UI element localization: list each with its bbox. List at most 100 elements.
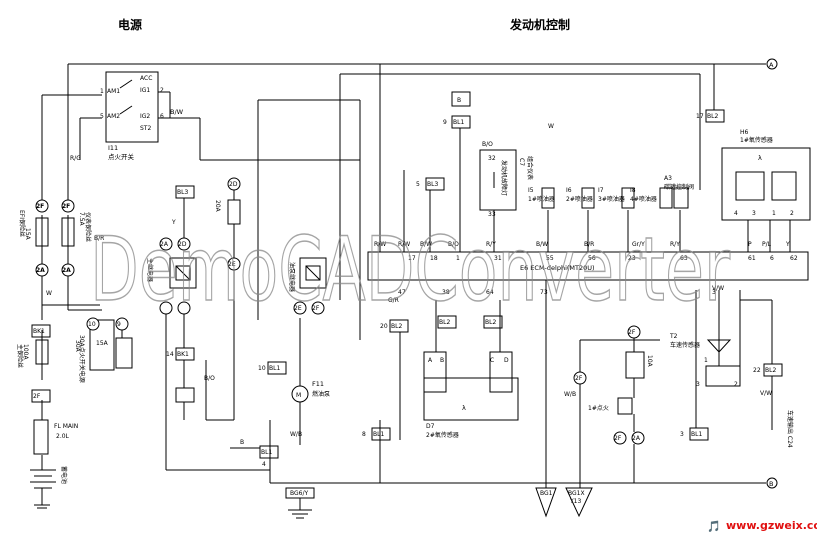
svg-text:2F: 2F [36, 203, 44, 210]
svg-text:2F: 2F [312, 305, 320, 312]
svg-text:主保险丝: 主保险丝 [16, 344, 24, 368]
svg-text:BL2: BL2 [707, 113, 718, 120]
svg-text:IG2: IG2 [140, 113, 150, 120]
ignition-relay: 1#点火 10A 2F 2F 2F 2A W/B [564, 325, 653, 445]
svg-text:Gr/Y: Gr/Y [632, 241, 645, 248]
svg-text:3: 3 [680, 431, 684, 438]
svg-text:A: A [428, 357, 433, 364]
svg-text:4: 4 [262, 461, 266, 468]
battery: 蓄电池 [30, 466, 68, 509]
svg-text:R/G: R/G [70, 155, 81, 162]
fuse-connector-2a: 2A 2A [35, 263, 75, 277]
svg-text:B/R: B/R [94, 235, 104, 242]
fuse-fl-main: FL MAIN 2.0L [33, 419, 78, 455]
svg-text:1: 1 [100, 88, 104, 95]
svg-text:BG6/Y: BG6/Y [290, 490, 308, 497]
ig-power-block: 10 9 30A 30A点火开关电源 15A [74, 317, 133, 383]
svg-text:17: 17 [408, 255, 416, 262]
svg-text:I7: I7 [598, 187, 604, 194]
svg-text:V/W: V/W [760, 390, 772, 397]
svg-text:15A: 15A [24, 228, 31, 241]
svg-text:6: 6 [160, 113, 164, 120]
svg-text:BL1: BL1 [373, 431, 384, 438]
svg-text:2D: 2D [229, 181, 238, 188]
svg-text:车速传感器: 车速传感器 [670, 341, 700, 349]
svg-text:车速输出 C24: 车速输出 C24 [786, 410, 794, 448]
svg-text:A: A [769, 61, 774, 69]
injector-4: I8 4#喷油器 [630, 187, 673, 209]
svg-text:61: 61 [748, 255, 756, 262]
svg-text:32: 32 [488, 155, 496, 162]
svg-text:B/W: B/W [170, 108, 184, 116]
svg-text:1#氧传感器: 1#氧传感器 [740, 136, 773, 144]
svg-text:点火开关: 点火开关 [108, 152, 135, 161]
svg-text:2: 2 [734, 381, 738, 388]
svg-text:18: 18 [430, 255, 438, 262]
svg-text:2.0L: 2.0L [56, 433, 70, 440]
fuse-ef2: 2F 7.5A 仪表保险丝 [61, 199, 92, 247]
svg-text:4: 4 [734, 210, 738, 217]
svg-text:B/W: B/W [536, 241, 548, 248]
svg-text:油泵继电器: 油泵继电器 [288, 262, 296, 292]
svg-text:D7: D7 [426, 423, 435, 430]
connector-bk1: BK1 14 [166, 347, 195, 403]
svg-text:I6: I6 [566, 187, 572, 194]
svg-text:BL3: BL3 [177, 189, 188, 196]
svg-text:62: 62 [790, 255, 798, 262]
connector-bl2-20: BL2 20 [380, 319, 409, 333]
svg-text:2E: 2E [294, 305, 302, 312]
svg-text:BL3: BL3 [427, 181, 438, 188]
bus-b-marker [766, 477, 778, 489]
svg-text:BG1X: BG1X [568, 490, 585, 497]
svg-text:B/R: B/R [584, 241, 594, 248]
ecm-title: E6 ECM-delphi(MT20U) [520, 264, 595, 272]
svg-text:1: 1 [456, 255, 460, 262]
svg-text:10: 10 [258, 365, 266, 372]
svg-text:B: B [457, 97, 461, 104]
svg-text:5: 5 [416, 181, 420, 188]
bus-a-marker [766, 58, 778, 70]
connector-bl1-3: BL1 3 [680, 427, 709, 441]
svg-text:T2: T2 [669, 333, 678, 340]
svg-text:BL1: BL1 [269, 365, 280, 372]
site-logo-text: www.gzweix.com [726, 519, 817, 532]
site-logo-icon: 🎵 [707, 520, 721, 533]
section-title-power: 电源 [118, 17, 142, 32]
svg-text:碳罐控制阀: 碳罐控制阀 [664, 183, 694, 191]
svg-text:B/W: B/W [420, 241, 432, 248]
svg-text:2F: 2F [575, 375, 583, 382]
svg-text:2#喷油器: 2#喷油器 [566, 195, 593, 203]
svg-text:10A: 10A [646, 355, 653, 368]
svg-text:BG1: BG1 [540, 490, 553, 497]
svg-text:ST2: ST2 [140, 125, 151, 132]
svg-text:BL2: BL2 [485, 319, 496, 326]
svg-text:BL2: BL2 [391, 323, 402, 330]
connector-bl3-b: BL3 5 [416, 177, 445, 191]
svg-text:14: 14 [166, 351, 174, 358]
svg-text:BL2: BL2 [765, 367, 776, 374]
svg-text:G/R: G/R [388, 297, 399, 304]
injector-2: I6 2#喷油器 [566, 187, 595, 209]
fuse-ef1: 2F 15A EFI保险丝 [18, 199, 49, 247]
svg-text:Y13: Y13 [569, 498, 581, 505]
fuel-pump: M F11 燃油泵 W/B [290, 318, 330, 445]
o2-sensor-2: λ D7 2#氧传感器 A B C D [423, 351, 519, 439]
svg-text:2A: 2A [62, 267, 71, 274]
svg-text:63: 63 [680, 255, 688, 262]
svg-text:5: 5 [100, 113, 104, 120]
svg-text:56: 56 [588, 255, 596, 262]
ground-bg6: BG6/Y [285, 487, 315, 519]
svg-text:1: 1 [704, 357, 708, 364]
svg-text:20: 20 [380, 323, 388, 330]
svg-text:100A: 100A [22, 344, 29, 360]
canister-valve: A3 碳罐控制阀 [664, 175, 694, 209]
svg-text:3#喷油器: 3#喷油器 [598, 195, 625, 203]
svg-text:4#喷油器: 4#喷油器 [630, 195, 657, 203]
svg-text:W/B: W/B [290, 431, 302, 438]
svg-text:BK1: BK1 [177, 351, 189, 358]
svg-text:ACC: ACC [140, 75, 152, 82]
bus-b: B [270, 477, 778, 489]
svg-text:2A: 2A [632, 435, 641, 442]
svg-text:9: 9 [117, 321, 121, 328]
svg-text:组合仪表: 组合仪表 [526, 156, 534, 180]
